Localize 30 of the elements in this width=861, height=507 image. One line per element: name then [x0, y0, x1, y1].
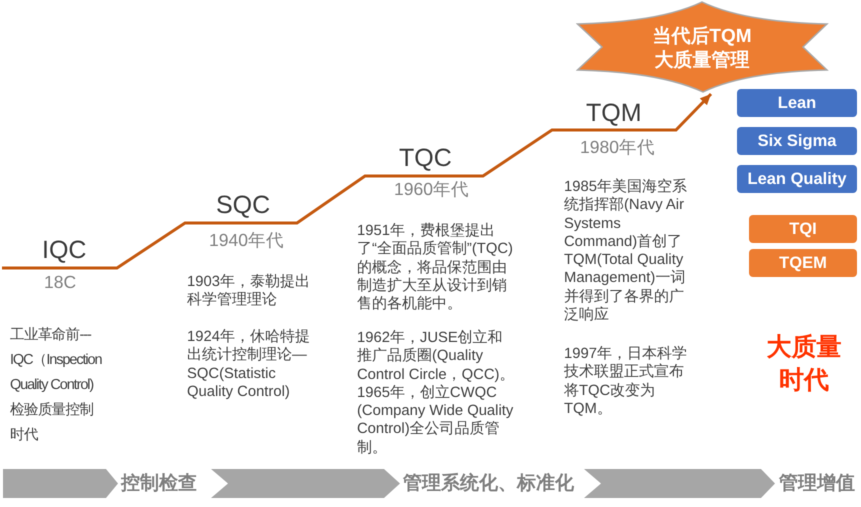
era-title: TQC	[399, 143, 452, 173]
chevron-arrow	[211, 469, 400, 498]
method-box: TQEM	[749, 249, 857, 277]
slogan-text: 大质量时代	[766, 332, 842, 396]
timeline-arrow	[2, 92, 712, 270]
era-description: 1997年，日本科学技术联盟正式宣布将TQC改变为TQM。	[564, 345, 688, 418]
era-title: TQM	[586, 98, 642, 128]
method-box: TQI	[749, 215, 857, 243]
era-title: IQC	[42, 235, 86, 265]
banner-text: 当代后TQM大质量管理	[651, 25, 753, 73]
stage-label: 管理增值	[779, 469, 859, 498]
era-date: 1980年代	[580, 137, 655, 157]
banner-shape	[576, 0, 829, 94]
era-date: 1960年代	[394, 179, 469, 199]
era-description: 1951年，费根堡提出了“全面品质管制”(TQC)的概念，将品保范围由制造扩大至从设计到销售的各机能中。	[357, 222, 514, 314]
stage-label: 控制检查	[121, 469, 201, 498]
era-description: 1962年，JUSE创立和推广品质圈(Quality Control Circle，QCC)。1965年，创立CWQC (Company Wide Quality Control)全公司品质管制。	[357, 329, 516, 458]
stage-label: 管理系统化、标准化	[403, 469, 578, 498]
method-box: Lean	[737, 89, 857, 117]
chevron-arrow	[3, 469, 118, 498]
era-description: 1985年美国海空系统指挥部(Navy Air Systems Command)首创了TQM(Total Quality Management)一词并得到了各界的广泛响应	[564, 178, 688, 324]
era-date: 18C	[44, 272, 76, 292]
era-description: 1903年，泰勒提出科学管理理论	[187, 273, 311, 310]
era-description: 工业革命前---IQC（Inspection Quality Control)检验质量控制时代	[10, 326, 103, 445]
chevron-arrow	[584, 469, 775, 498]
era-title: SQC	[216, 190, 270, 220]
method-box: Six Sigma	[737, 127, 857, 155]
era-date: 1940年代	[209, 230, 284, 250]
method-box: Lean Quality	[737, 165, 857, 193]
era-description: 1924年，休哈特提出统计控制理论—SQC(Statistic Quality Control)	[187, 328, 311, 402]
